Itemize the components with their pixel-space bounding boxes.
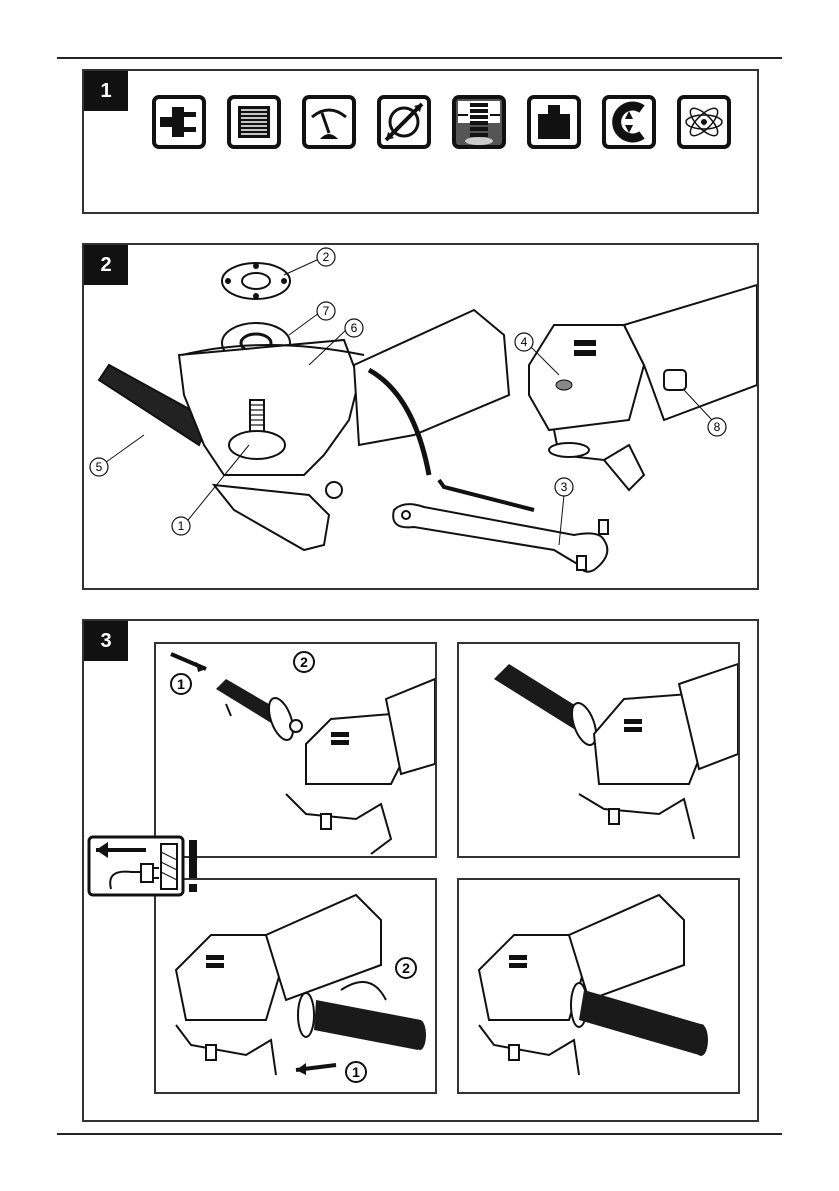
grinder-right-view <box>529 285 757 490</box>
step-c-2: 2 <box>402 960 410 976</box>
section-number: 3 <box>84 621 128 661</box>
step-panel-c: 1 2 <box>154 878 437 1094</box>
callout-spindle-lock: 4 <box>521 335 528 349</box>
callout-spindle: 1 <box>178 519 185 533</box>
step-c-1: 1 <box>352 1064 360 1080</box>
section-3-panel: 3 1 2 <box>82 619 759 1122</box>
step-a-2: 2 <box>300 654 308 670</box>
section-1-panel: 1 <box>82 69 759 214</box>
pin-spanner <box>393 480 608 572</box>
spindle-thread-icon <box>452 95 506 149</box>
section-number: 1 <box>84 71 128 111</box>
plug-icon <box>152 95 206 149</box>
speed-gauge-icon <box>302 95 356 149</box>
callout-switch: 8 <box>714 420 721 434</box>
unplug-warning-icon <box>86 834 206 898</box>
step-panel-d <box>457 878 740 1094</box>
section-2-panel: 2 <box>82 243 759 590</box>
protection-class-icon <box>602 95 656 149</box>
vibration-icon <box>677 95 731 149</box>
step-a-1: 1 <box>177 676 185 692</box>
handle-left-mounted-illustration <box>459 880 738 1092</box>
flange-nut <box>222 263 290 299</box>
step-panel-b <box>457 642 740 858</box>
angle-grinder-parts-illustration: 2 7 6 4 5 1 8 3 <box>84 245 757 588</box>
handle-removal-illustration: 1 2 <box>156 644 435 856</box>
bottom-rule <box>57 1133 782 1135</box>
weight-icon <box>527 95 581 149</box>
callout-side-handle: 5 <box>96 460 103 474</box>
motor-winding-icon <box>227 95 281 149</box>
callout-guard: 6 <box>351 321 358 335</box>
callout-spanner: 3 <box>561 480 568 494</box>
disc-diameter-icon <box>377 95 431 149</box>
handle-mount-left-illustration: 1 2 <box>156 880 435 1092</box>
callout-flange-nut: 2 <box>323 250 330 264</box>
callout-support-flange: 7 <box>323 304 330 318</box>
step-panel-a: 1 2 <box>154 642 437 858</box>
handle-right-mounted-illustration <box>459 644 738 856</box>
top-rule <box>57 57 782 59</box>
